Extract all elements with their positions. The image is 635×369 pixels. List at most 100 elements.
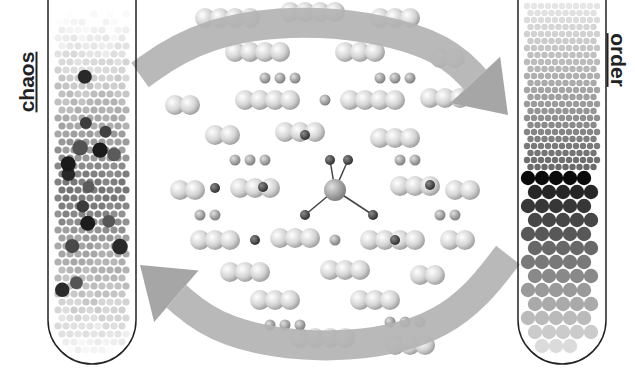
bead (58, 122, 65, 129)
bead (122, 218, 129, 225)
large-bead (535, 227, 549, 241)
bead (569, 150, 575, 156)
bead (594, 129, 600, 135)
bead (110, 114, 117, 121)
bead (102, 322, 109, 329)
bead (78, 306, 85, 313)
bead (110, 290, 117, 297)
bead (74, 298, 81, 305)
bead (545, 73, 551, 79)
bead (102, 338, 109, 345)
bead (538, 129, 544, 135)
large-bead (549, 227, 563, 241)
bead (94, 114, 101, 121)
bead (545, 59, 551, 65)
bead (538, 101, 544, 107)
bead (541, 94, 547, 100)
bead (566, 31, 572, 37)
bead (54, 194, 61, 201)
bead (576, 122, 582, 128)
bead (524, 129, 530, 135)
bead (106, 10, 113, 17)
bead (534, 52, 540, 58)
bead (114, 74, 121, 81)
bead (531, 157, 537, 163)
bead (102, 242, 109, 249)
bead (573, 101, 579, 107)
bead (70, 226, 77, 233)
bead (545, 101, 551, 107)
bead (576, 136, 582, 142)
bead (531, 143, 537, 149)
bead (594, 73, 600, 79)
dark-sphere (210, 183, 220, 193)
bead (114, 282, 121, 289)
large-bead (563, 171, 577, 185)
bead (94, 226, 101, 233)
bead (106, 74, 113, 81)
bead (98, 74, 105, 81)
bead (110, 50, 117, 57)
bead (62, 114, 69, 121)
large-bead (521, 255, 535, 269)
large-bead (528, 185, 542, 199)
large-bead (80, 117, 92, 129)
bead (114, 138, 121, 145)
bead (562, 136, 568, 142)
bead (531, 87, 537, 93)
large-bead (535, 199, 549, 213)
bead (90, 250, 97, 257)
bead (559, 17, 565, 23)
bead (566, 157, 572, 163)
bead (559, 115, 565, 121)
bead (590, 94, 596, 100)
bead (531, 59, 537, 65)
large-bead (83, 181, 95, 193)
bead (541, 80, 547, 86)
large-bead (584, 325, 598, 339)
bead (548, 52, 554, 58)
bead (527, 80, 533, 86)
bead (580, 59, 586, 65)
bead (552, 73, 558, 79)
bead (90, 10, 97, 17)
bead (594, 59, 600, 65)
bead (98, 282, 105, 289)
bead (524, 45, 530, 51)
atom-sphere (290, 122, 310, 142)
bead (118, 210, 125, 217)
small-sphere (390, 73, 401, 84)
bead (82, 250, 89, 257)
bead (106, 58, 113, 65)
bead (527, 108, 533, 114)
bead (559, 3, 565, 9)
bead (86, 18, 93, 25)
bead (569, 66, 575, 72)
bead (559, 101, 565, 107)
bead (66, 42, 73, 49)
bead (587, 73, 593, 79)
bead (534, 24, 540, 30)
bead (562, 38, 568, 44)
bead (70, 258, 77, 265)
arrow-band (140, 23, 475, 80)
bead (82, 314, 89, 321)
bead (590, 150, 596, 156)
bead (118, 82, 125, 89)
bead (82, 90, 89, 97)
bead (74, 346, 81, 353)
dark-sphere (258, 182, 268, 192)
bead (118, 338, 125, 345)
bead (58, 298, 65, 305)
bead (102, 66, 109, 73)
test-tube: order (508, 0, 635, 369)
bead (70, 34, 77, 41)
large-bead (65, 239, 79, 253)
bead (555, 122, 561, 128)
bead (122, 42, 129, 49)
small-sphere (245, 155, 256, 166)
bead (54, 18, 61, 25)
bead (110, 2, 117, 9)
bead (555, 164, 561, 170)
large-bead (521, 199, 535, 213)
